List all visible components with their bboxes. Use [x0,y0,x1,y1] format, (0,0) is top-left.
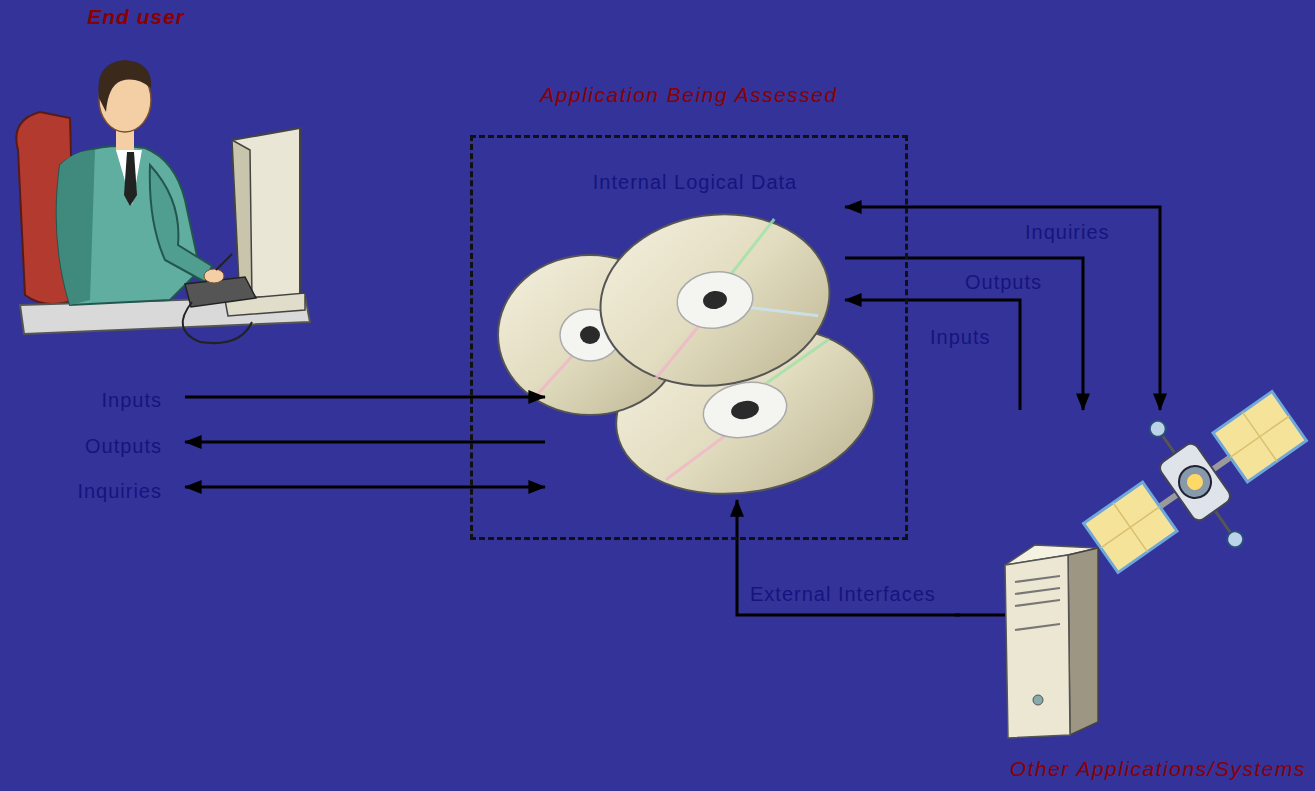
flow-label: Inquiries [77,480,162,503]
satellite-icon [1184,471,1206,493]
data-store: Internal Logical Data [545,165,845,500]
actor-node: End user [5,5,185,505]
disc-stack [730,399,761,422]
flow-label: Inquiries [1025,221,1110,244]
user-figure [116,150,142,205]
user-figure [124,152,137,206]
node-label: Other Applications/Systems [1010,757,1306,781]
node-label: Internal Logical Data [593,171,797,194]
server-icon [1015,624,1060,630]
flow-arrow [185,486,545,489]
satellite-icon [1162,434,1175,453]
satellite-icon [1101,507,1160,548]
node-label: End user [87,5,185,29]
server-icon [1033,695,1043,705]
disc-stack [673,267,756,333]
label-holder: Inputs [930,326,990,349]
disc-stack [649,324,707,379]
server-icon [1068,548,1098,735]
disc-stack [535,353,575,397]
flow-arrow [185,396,545,399]
user-figure [183,302,252,343]
server-icon [1005,545,1098,738]
flow-arrow [845,300,1020,410]
satellite-icon [1147,418,1169,440]
flow-label: External Interfaces [750,583,936,606]
disc-stack [723,219,781,276]
disc-stack [498,200,887,514]
user-figure [150,165,212,282]
disc-stack [580,326,600,344]
satellite-icon [1224,528,1246,550]
interface-wire [955,614,1005,617]
label-holder: Inputs [102,389,162,412]
flow-label: Outputs [965,271,1042,294]
flow-arrow [737,500,960,615]
external-system: Other Applications/Systems [960,410,1310,785]
label-holder: Inquiries [77,480,162,503]
label-holder: Outputs [965,271,1042,294]
label-holder: Inquiries [1025,221,1110,244]
user-figure [16,60,310,343]
disc-stack [589,200,840,400]
server-icon [1015,588,1060,594]
user-figure [98,60,151,112]
server-icon [1015,600,1060,606]
flow-arrow [185,441,545,444]
user-figure [216,254,232,270]
satellite-icon [1230,416,1289,457]
flow-label: Outputs [85,435,162,458]
satellite-icon [1157,441,1233,524]
user-figure [57,150,95,305]
disc-stack [702,289,728,310]
disc-stack [660,433,735,480]
flow-arrow [845,258,1083,410]
node-label: Application Being Assessed [540,83,837,107]
user-figure [204,269,224,283]
label-holder: Outputs [85,435,162,458]
server-icon [1015,576,1060,582]
flow-arrow [845,207,1160,410]
flow-label: Inputs [930,326,990,349]
satellite-icon [1215,511,1230,533]
satellite-icon [1173,460,1218,505]
flow-label: Inputs [102,389,162,412]
label-holder: External Interfaces [750,583,936,606]
disc-stack [589,200,840,400]
satellite-icon [1213,391,1306,481]
application-boundary: Application Being AssessedInternal Logic… [470,135,908,540]
server-icon [1005,555,1070,738]
